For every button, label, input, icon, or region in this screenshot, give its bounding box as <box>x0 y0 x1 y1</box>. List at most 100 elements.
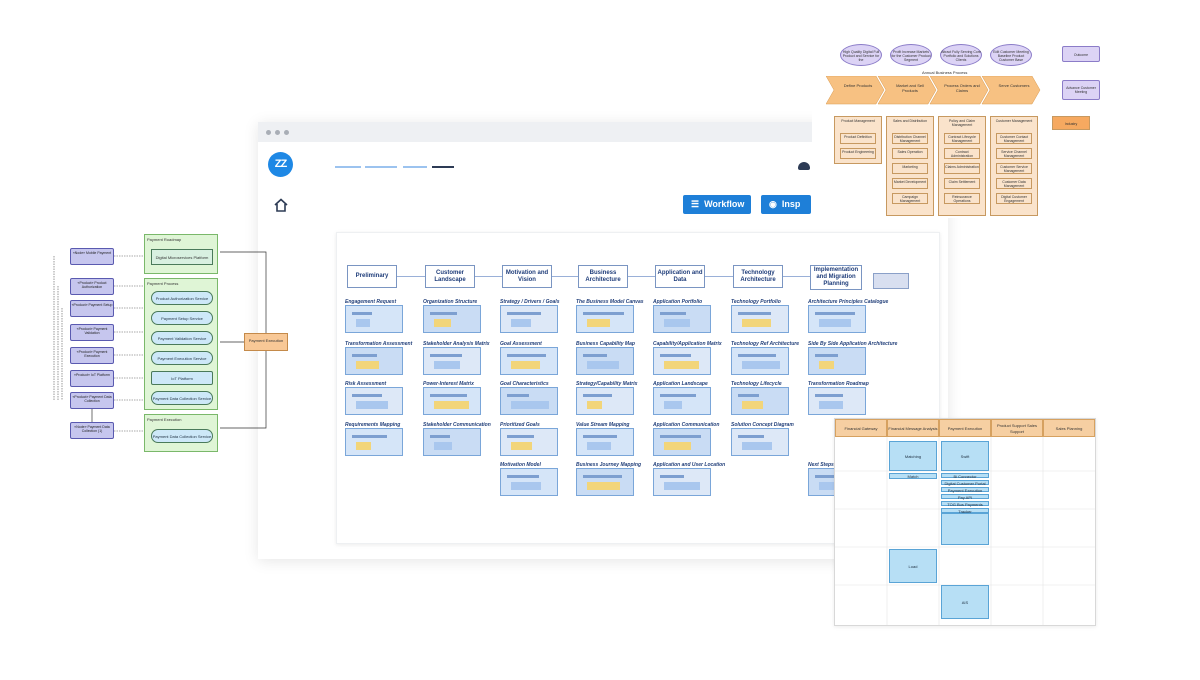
view-thumbnail[interactable] <box>731 305 789 333</box>
view-thumbnail[interactable] <box>423 428 481 456</box>
view-thumbnail[interactable] <box>808 387 866 415</box>
workflow-button[interactable]: ☰Workflow <box>683 195 751 214</box>
home-icon[interactable] <box>273 198 289 212</box>
service-pill-3[interactable]: Payment Execution Service <box>151 351 213 365</box>
service-digital-platform[interactable]: Digital Microservices Platform <box>151 249 213 265</box>
view-thumbnail[interactable] <box>345 347 403 375</box>
view-thumbnail[interactable] <box>653 468 711 496</box>
phase-6[interactable]: Implementation and Migration Planning <box>810 265 862 290</box>
view-label[interactable]: Power-Interest Matrix <box>423 381 474 387</box>
view-label[interactable]: Technology Lifecycle <box>731 381 782 387</box>
window-dot-minimize[interactable] <box>275 130 280 135</box>
service-data-collection[interactable]: Payment Data Collection Service <box>151 429 213 443</box>
phase-3[interactable]: Business Architecture <box>578 265 628 288</box>
view-label[interactable]: Application Communication <box>653 422 720 428</box>
capability-1-3[interactable]: Marketing <box>892 163 928 174</box>
capability-1-2[interactable]: Sales Operation <box>892 148 928 159</box>
view-thumbnail[interactable] <box>345 387 403 415</box>
view-label[interactable]: Architecture Principles Catalogue <box>808 299 889 305</box>
process-step-0[interactable]: Define Products <box>843 83 873 88</box>
node-3[interactable]: «Product» Payment Validation <box>70 324 114 341</box>
view-label[interactable]: Value Stream Mapping <box>576 422 630 428</box>
capability-3-0[interactable]: Customer Management <box>995 119 1033 123</box>
process-step-2[interactable]: Process Orders and Claims <box>944 83 980 93</box>
service-pill-2[interactable]: Payment Validation Service <box>151 331 213 345</box>
node-4[interactable]: «Product» Payment Execution <box>70 347 114 364</box>
view-thumbnail[interactable] <box>500 468 558 496</box>
view-thumbnail[interactable] <box>500 347 558 375</box>
view-thumbnail[interactable] <box>731 387 789 415</box>
capability-3-5[interactable]: Digital Customer Engagement <box>996 193 1032 204</box>
service-pill-4[interactable]: IoT Platform <box>151 371 213 385</box>
capability-3-2[interactable]: Service Channel Management <box>996 148 1032 159</box>
view-thumbnail[interactable] <box>653 347 711 375</box>
breadcrumb-segment-1[interactable] <box>335 166 361 168</box>
capability-0-0[interactable]: Product Management <box>841 119 875 123</box>
capability-3-1[interactable]: Customer Contact Management <box>996 133 1032 144</box>
view-thumbnail[interactable] <box>576 347 634 375</box>
goal-1[interactable]: Profit Increase Markets for the Customer… <box>890 44 932 66</box>
view-label[interactable]: Solution Concept Diagram <box>731 422 794 428</box>
matrix-cell-4[interactable]: Digital Customer Portal <box>941 480 989 486</box>
goal-2[interactable]: Attract Fully Serving Core Portfolio and… <box>940 44 982 66</box>
matrix-header-3[interactable]: Product Support Sales Support <box>991 419 1043 437</box>
view-thumbnail[interactable] <box>808 347 866 375</box>
view-label[interactable]: Transformation Roadmap <box>808 381 869 387</box>
goal-3[interactable]: Edit Customer Meeting Baseline Product C… <box>990 44 1032 66</box>
window-dot-maximize[interactable] <box>284 130 289 135</box>
capability-1-5[interactable]: Campaign Management <box>892 193 928 204</box>
view-label[interactable]: Strategy / Drivers / Goals <box>500 299 560 305</box>
capability-1-1[interactable]: Distribution Channel Management <box>892 133 928 144</box>
view-thumbnail[interactable] <box>576 305 634 333</box>
capability-1-0[interactable]: Sales and Distribution <box>892 119 928 123</box>
view-label[interactable]: Requirements Mapping <box>345 422 401 428</box>
view-label[interactable]: Application and User Location <box>653 462 726 468</box>
view-thumbnail[interactable] <box>808 305 866 333</box>
group-payment-roadmap[interactable]: Payment Roadmap Digital Microservices Pl… <box>144 234 218 274</box>
view-label[interactable]: Technology Portfolio <box>731 299 781 305</box>
node-7[interactable]: «Node» Payment Data Collection (1) <box>70 422 114 439</box>
node-5[interactable]: «Product» IoT Platform <box>70 370 114 387</box>
matrix-cell-6[interactable]: Pay API <box>941 494 989 500</box>
view-thumbnail[interactable] <box>576 468 634 496</box>
outcome-node-2[interactable]: Advance Customer Meeting <box>1062 80 1100 100</box>
view-label[interactable]: Business Capability Map <box>576 341 635 347</box>
matrix-header-2[interactable]: Payment Execution <box>939 419 991 437</box>
matrix-cell-9[interactable]: Load <box>889 549 937 583</box>
view-thumbnail[interactable] <box>423 305 481 333</box>
view-label[interactable]: Motivation Model <box>500 462 541 468</box>
view-thumbnail[interactable] <box>345 305 403 333</box>
goal-0[interactable]: High Quality Digital Full Product and Se… <box>840 44 882 66</box>
view-label[interactable]: Next Steps <box>808 462 834 468</box>
view-label[interactable]: Strategy/Capability Matrix <box>576 381 638 387</box>
capability-2-3[interactable]: Claims Administration <box>944 163 980 174</box>
cloud-icon[interactable] <box>798 162 810 170</box>
capability-2-1[interactable]: Contract Lifecycle Management <box>944 133 980 144</box>
view-thumbnail[interactable] <box>423 347 481 375</box>
breadcrumb-segment-2[interactable] <box>365 166 397 168</box>
view-thumbnail[interactable] <box>345 428 403 456</box>
capability-2-0[interactable]: Policy and Claim Management <box>948 119 976 127</box>
matrix-cell-2[interactable]: Swift <box>941 441 989 471</box>
window-dot-close[interactable] <box>266 130 271 135</box>
matrix-cell-blank[interactable] <box>941 513 989 545</box>
group-payment-process[interactable]: Payment Process Product Authorization Se… <box>144 278 218 410</box>
view-label[interactable]: Business Journey Mapping <box>576 462 642 468</box>
matrix-header-4[interactable]: Sales Planning <box>1043 419 1095 437</box>
phase-4[interactable]: Application and Data <box>655 265 705 288</box>
matrix-cell-10[interactable]: AIS <box>941 585 989 619</box>
view-label[interactable]: Risk Assessment <box>345 381 387 387</box>
capability-3-4[interactable]: Customer Data Management <box>996 178 1032 189</box>
process-step-1[interactable]: Market and Sell Products <box>896 83 924 93</box>
view-thumbnail[interactable] <box>576 428 634 456</box>
view-label[interactable]: Transformation Assessment <box>345 341 413 347</box>
capability-2-4[interactable]: Claim Settlement <box>944 178 980 189</box>
capability-2-2[interactable]: Contract Administration <box>944 148 980 159</box>
view-thumbnail[interactable] <box>576 387 634 415</box>
matrix-cell-8[interactable]: Tracker <box>941 508 989 514</box>
process-step-3[interactable]: Serve Customers <box>998 83 1030 88</box>
phase-2[interactable]: Motivation and Vision <box>502 265 552 288</box>
view-label[interactable]: Goal Characteristics <box>500 381 549 387</box>
node-6[interactable]: «Product» Payment Data Collection <box>70 392 114 409</box>
matrix-header-0[interactable]: Financial Gateway <box>835 419 887 437</box>
